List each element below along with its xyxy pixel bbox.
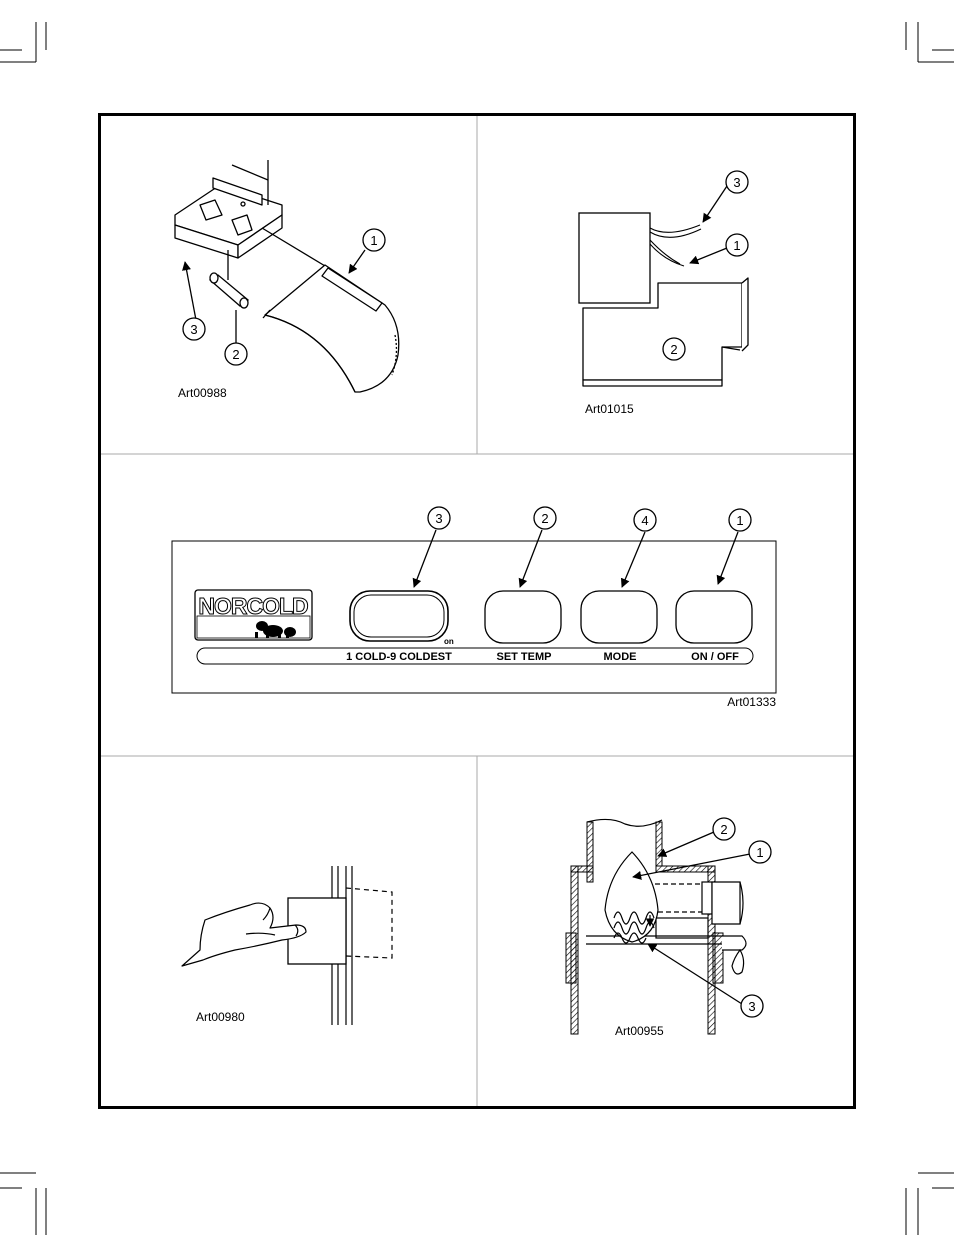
callout-4-label: 4	[641, 513, 648, 528]
art-id-label: Art01333	[727, 695, 776, 709]
polar-bear-icon	[255, 621, 296, 638]
removed-cover-outline	[345, 887, 393, 959]
callout-3-label: 3	[733, 175, 740, 190]
callout-1-label: 1	[733, 238, 740, 253]
label-strip	[196, 647, 754, 665]
callout-3: 3	[740, 994, 764, 1018]
callout-2-label: 2	[720, 822, 727, 837]
art-id-label: Art01015	[585, 402, 634, 416]
set-temp-button[interactable]	[484, 590, 562, 644]
callout-3-label: 3	[190, 322, 197, 337]
figure-control-panel: NORCOLD on 1 COLD-9 COLDEST SET TEMP MOD…	[171, 506, 777, 709]
mode-button[interactable]	[580, 590, 658, 644]
callout-1-label: 1	[370, 233, 377, 248]
on-off-button[interactable]	[675, 590, 753, 644]
set-temp-label: SET TEMP	[496, 651, 551, 663]
temp-display-button[interactable]	[349, 590, 449, 642]
callout-1-label: 1	[736, 513, 743, 528]
fuse-drawing	[208, 272, 250, 309]
callout-2: 2	[224, 342, 248, 366]
burner-housing-drawing	[565, 865, 724, 1035]
flame-drawing	[604, 851, 659, 943]
norcold-logo: NORCOLD	[194, 589, 313, 641]
wires-drawing	[649, 224, 702, 267]
control-box-drawing	[578, 212, 651, 304]
callout-1: 1	[728, 508, 752, 532]
art-id-label: Art00955	[615, 1024, 664, 1038]
figure-frame	[98, 113, 856, 1109]
callout-2-label: 2	[670, 342, 677, 357]
art-id-label: Art00980	[196, 1010, 245, 1024]
art-id-label: Art00988	[178, 386, 227, 400]
callout-1: 1	[362, 228, 386, 252]
callout-3-label: 3	[435, 511, 442, 526]
logo-text: NORCOLD	[198, 593, 308, 619]
on-indicator-label: on	[444, 637, 454, 646]
hand-drawing	[181, 902, 307, 967]
callout-4: 4	[633, 508, 657, 532]
temp-range-label: 1 COLD-9 COLDEST	[346, 651, 452, 663]
callout-2-label: 2	[232, 347, 239, 362]
callout-1-label: 1	[756, 845, 763, 860]
cover-drawing	[262, 264, 400, 393]
figure-top-right: 3 1 2 Art01015	[578, 170, 749, 416]
callout-3: 3	[725, 170, 749, 194]
callout-1: 1	[725, 233, 749, 257]
crop-marks	[0, 22, 954, 1235]
callout-2-label: 2	[541, 511, 548, 526]
bracket-drawing	[174, 160, 341, 280]
figure-bottom-right: 2 1 3 Art00955	[565, 817, 772, 1038]
figure-bottom-left: Art00980	[181, 866, 393, 1025]
callout-3: 3	[182, 317, 206, 341]
shield-plate-drawing	[582, 277, 749, 387]
callout-2: 2	[662, 337, 686, 361]
callout-2: 2	[712, 817, 736, 841]
callout-1: 1	[748, 840, 772, 864]
callout-3-label: 3	[748, 999, 755, 1014]
on-off-label: ON / OFF	[691, 651, 739, 663]
mode-label: MODE	[604, 651, 637, 663]
callout-3: 3	[427, 506, 451, 530]
callout-2: 2	[533, 506, 557, 530]
figure-top-left: 1 2 3 Art00988	[174, 160, 400, 400]
